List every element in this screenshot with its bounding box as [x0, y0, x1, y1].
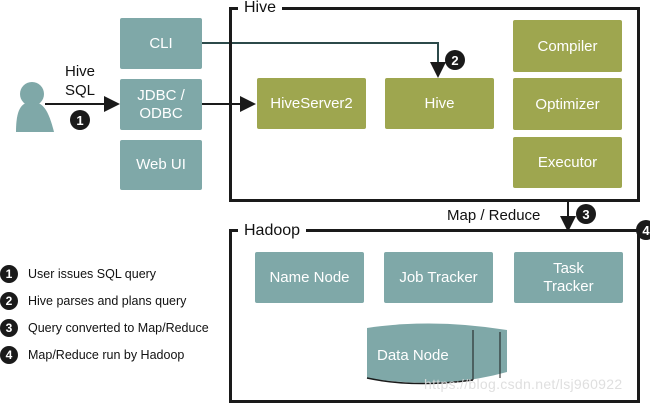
- hive-frame-title: Hive: [238, 0, 283, 17]
- legend-text: Hive parses and plans query: [28, 293, 187, 308]
- legend-item: 2 Hive parses and plans query: [0, 287, 209, 314]
- legend-text: User issues SQL query: [28, 266, 157, 281]
- job-tracker-box[interactable]: Job Tracker: [384, 252, 493, 303]
- hive-frame: [229, 7, 640, 202]
- map-reduce-label: Map / Reduce: [447, 207, 541, 224]
- data-node-cylinder-icon: [366, 323, 507, 385]
- step-badge-4: 4: [636, 220, 650, 240]
- compiler-box[interactable]: Compiler: [513, 20, 622, 72]
- executor-box[interactable]: Executor: [513, 137, 622, 188]
- hadoop-frame: [229, 229, 640, 403]
- optimizer-box[interactable]: Optimizer: [513, 78, 622, 130]
- hadoop-frame-title: Hadoop: [238, 222, 307, 240]
- data-node-label[interactable]: Data Node: [377, 347, 449, 364]
- user-icon: [16, 82, 54, 132]
- jdbc-odbc-box[interactable]: JDBC / ODBC: [120, 79, 202, 130]
- legend-text: Query converted to Map/Reduce: [28, 320, 209, 335]
- hive-driver-box[interactable]: Hive: [385, 78, 494, 129]
- step-badge-2: 2: [445, 50, 465, 70]
- hive-sql-label: Hive SQL: [64, 63, 95, 99]
- legend-item: 4 Map/Reduce run by Hadoop: [0, 341, 209, 368]
- legend-badge-1: 1: [0, 264, 18, 283]
- cli-box[interactable]: CLI: [120, 18, 202, 69]
- legend-badge-3: 3: [0, 318, 18, 337]
- legend-badge-2: 2: [0, 291, 18, 310]
- hiveserver2-box[interactable]: HiveServer2: [257, 78, 366, 129]
- legend-badge-4: 4: [0, 345, 18, 364]
- web-ui-box[interactable]: Web UI: [120, 140, 202, 190]
- task-tracker-box[interactable]: Task Tracker: [514, 252, 623, 303]
- legend-item: 1 User issues SQL query: [0, 260, 209, 287]
- legend: 1 User issues SQL query 2 Hive parses an…: [0, 260, 209, 368]
- legend-text: Map/Reduce run by Hadoop: [28, 347, 185, 362]
- legend-item: 3 Query converted to Map/Reduce: [0, 314, 209, 341]
- cli-to-hive-arrow: [202, 42, 446, 78]
- step-badge-1: 1: [70, 110, 90, 130]
- watermark: https://blog.csdn.net/lsj960922: [424, 376, 623, 392]
- name-node-box[interactable]: Name Node: [255, 252, 364, 303]
- step-badge-3: 3: [576, 204, 596, 224]
